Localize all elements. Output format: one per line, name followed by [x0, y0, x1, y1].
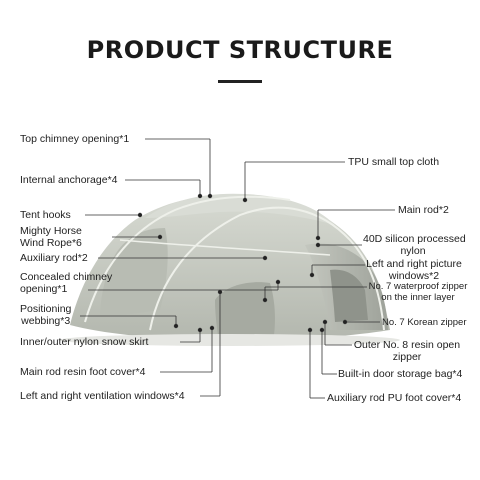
label-picture-line1: Left and right picture [366, 258, 462, 270]
label-picture-line2: windows*2 [388, 270, 440, 282]
label-auxiliary-rod: Auxiliary rod*2 [20, 252, 88, 264]
label-korean-zipper: No. 7 Korean zipper [382, 317, 467, 328]
label-tpu-cloth: TPU small top cloth [348, 156, 440, 168]
label-resin-line2: zipper [392, 351, 422, 363]
label-silicon-nylon: 40D silicon processed nylon [363, 233, 466, 257]
label-concealed-chimney-line1: Concealed chimney [20, 271, 113, 283]
door-panel [215, 282, 275, 335]
label-positioning-webbing: Positioning webbing*3 [20, 303, 71, 327]
window-panel-left [100, 228, 168, 318]
label-waterproof-line1: No. 7 waterproof zipper [368, 281, 468, 292]
label-wind-rope-line1: Mighty Horse [20, 225, 82, 237]
label-concealed-chimney-line2: opening*1 [20, 283, 68, 295]
label-main-rod: Main rod*2 [398, 204, 449, 216]
label-wind-rope-line2: Wind Rope*6 [20, 237, 82, 249]
label-silicon-line1: 40D silicon processed [363, 233, 466, 245]
title-underline [218, 80, 262, 83]
label-positioning-line2: webbing*3 [21, 315, 71, 327]
label-tent-hooks: Tent hooks [20, 209, 71, 221]
label-resin-line1: Outer No. 8 resin open [353, 339, 461, 351]
label-waterproof-line2: on the inner layer [381, 292, 455, 303]
page-title: PRODUCT STRUCTURE [86, 36, 394, 64]
label-picture-windows: Left and right picture windows*2 [362, 258, 466, 282]
label-top-chimney: Top chimney opening*1 [20, 133, 130, 145]
window-panel-right [330, 269, 368, 322]
label-positioning-line1: Positioning [20, 303, 72, 315]
label-wind-rope: Mighty Horse Wind Rope*6 [20, 225, 82, 249]
label-internal-anchorage: Internal anchorage*4 [20, 174, 118, 186]
label-waterproof-zipper: No. 7 waterproof zipper on the inner lay… [366, 281, 470, 303]
label-silicon-line2: nylon [400, 245, 426, 257]
label-concealed-chimney: Concealed chimney opening*1 [20, 271, 112, 295]
label-storage-bag: Built-in door storage bag*4 [338, 368, 463, 380]
label-vent-windows: Left and right ventilation windows*4 [20, 390, 185, 402]
tent-dome [145, 193, 335, 225]
label-snow-skirt: Inner/outer nylon snow skirt [20, 336, 149, 348]
label-pu-foot-cover: Auxiliary rod PU foot cover*4 [327, 392, 462, 404]
label-resin-zipper: Outer No. 8 resin open zipper [352, 339, 462, 363]
label-foot-cover: Main rod resin foot cover*4 [20, 366, 146, 378]
